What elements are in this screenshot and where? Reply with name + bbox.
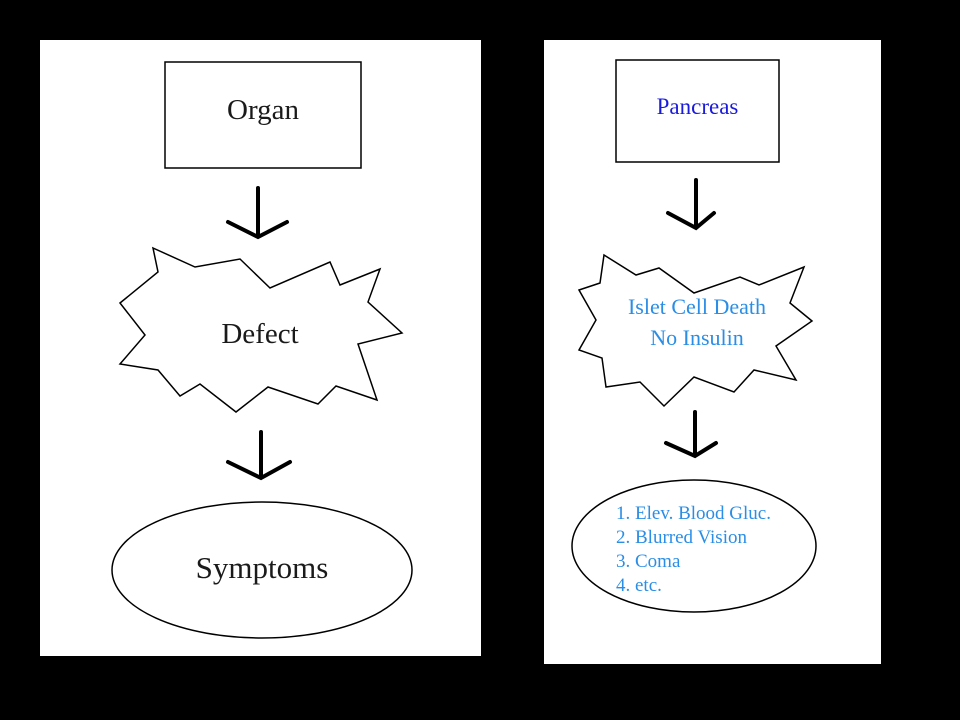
symptoms-label: Symptoms [195,550,329,585]
symptom-item-4: 4. etc. [616,575,662,596]
symptoms-list: 1. Elev. Blood Gluc. 2. Blurred Vision 3… [616,502,771,598]
defect-line-1: Islet Cell Death [627,294,767,319]
pancreas-box [615,59,780,163]
symptom-item-2: 2. Blurred Vision [616,527,747,548]
symptoms-ellipse [111,501,413,639]
defect-line-2: No Insulin [650,325,744,350]
defect-label: Defect [221,318,299,350]
pancreas-label: Pancreas [656,94,739,119]
down-arrow-icon [664,410,718,459]
generic-flow-graphic [111,61,413,639]
symptom-item-1: 1. Elev. Blood Gluc. [616,503,771,524]
pancreas-flow-panel: Pancreas Islet Cell Death No Insulin 1. … [544,40,881,664]
generic-flow-panel: Organ Defect Symptoms [40,40,481,656]
organ-box [164,61,362,169]
down-arrow-icon [666,178,716,231]
down-arrow-icon [226,186,289,240]
pancreas-flow-graphic [571,59,817,613]
islet-cell-death-starburst [577,253,814,408]
organ-label: Organ [227,94,299,126]
defect-starburst [118,246,404,413]
islet-cell-death-label: Islet Cell Death No Insulin [584,291,810,353]
down-arrow-icon [226,430,292,481]
symptoms-ellipse [571,479,817,613]
symptom-item-3: 3. Coma [616,551,681,572]
